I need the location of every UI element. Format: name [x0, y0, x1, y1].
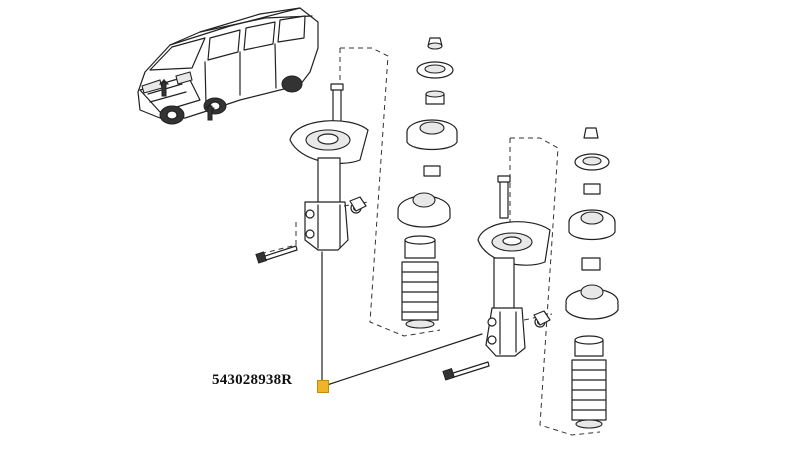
left-strut-assembly: [255, 47, 441, 383]
part-number-label[interactable]: 543028938R: [212, 372, 293, 388]
right-strut-assembly: [442, 137, 601, 436]
callout-badge-icon[interactable]: [317, 380, 329, 393]
right-exploded-parts: [565, 127, 619, 429]
left-exploded-parts: [397, 37, 458, 329]
callout-leader: [326, 333, 483, 386]
van-icon: [137, 7, 319, 125]
